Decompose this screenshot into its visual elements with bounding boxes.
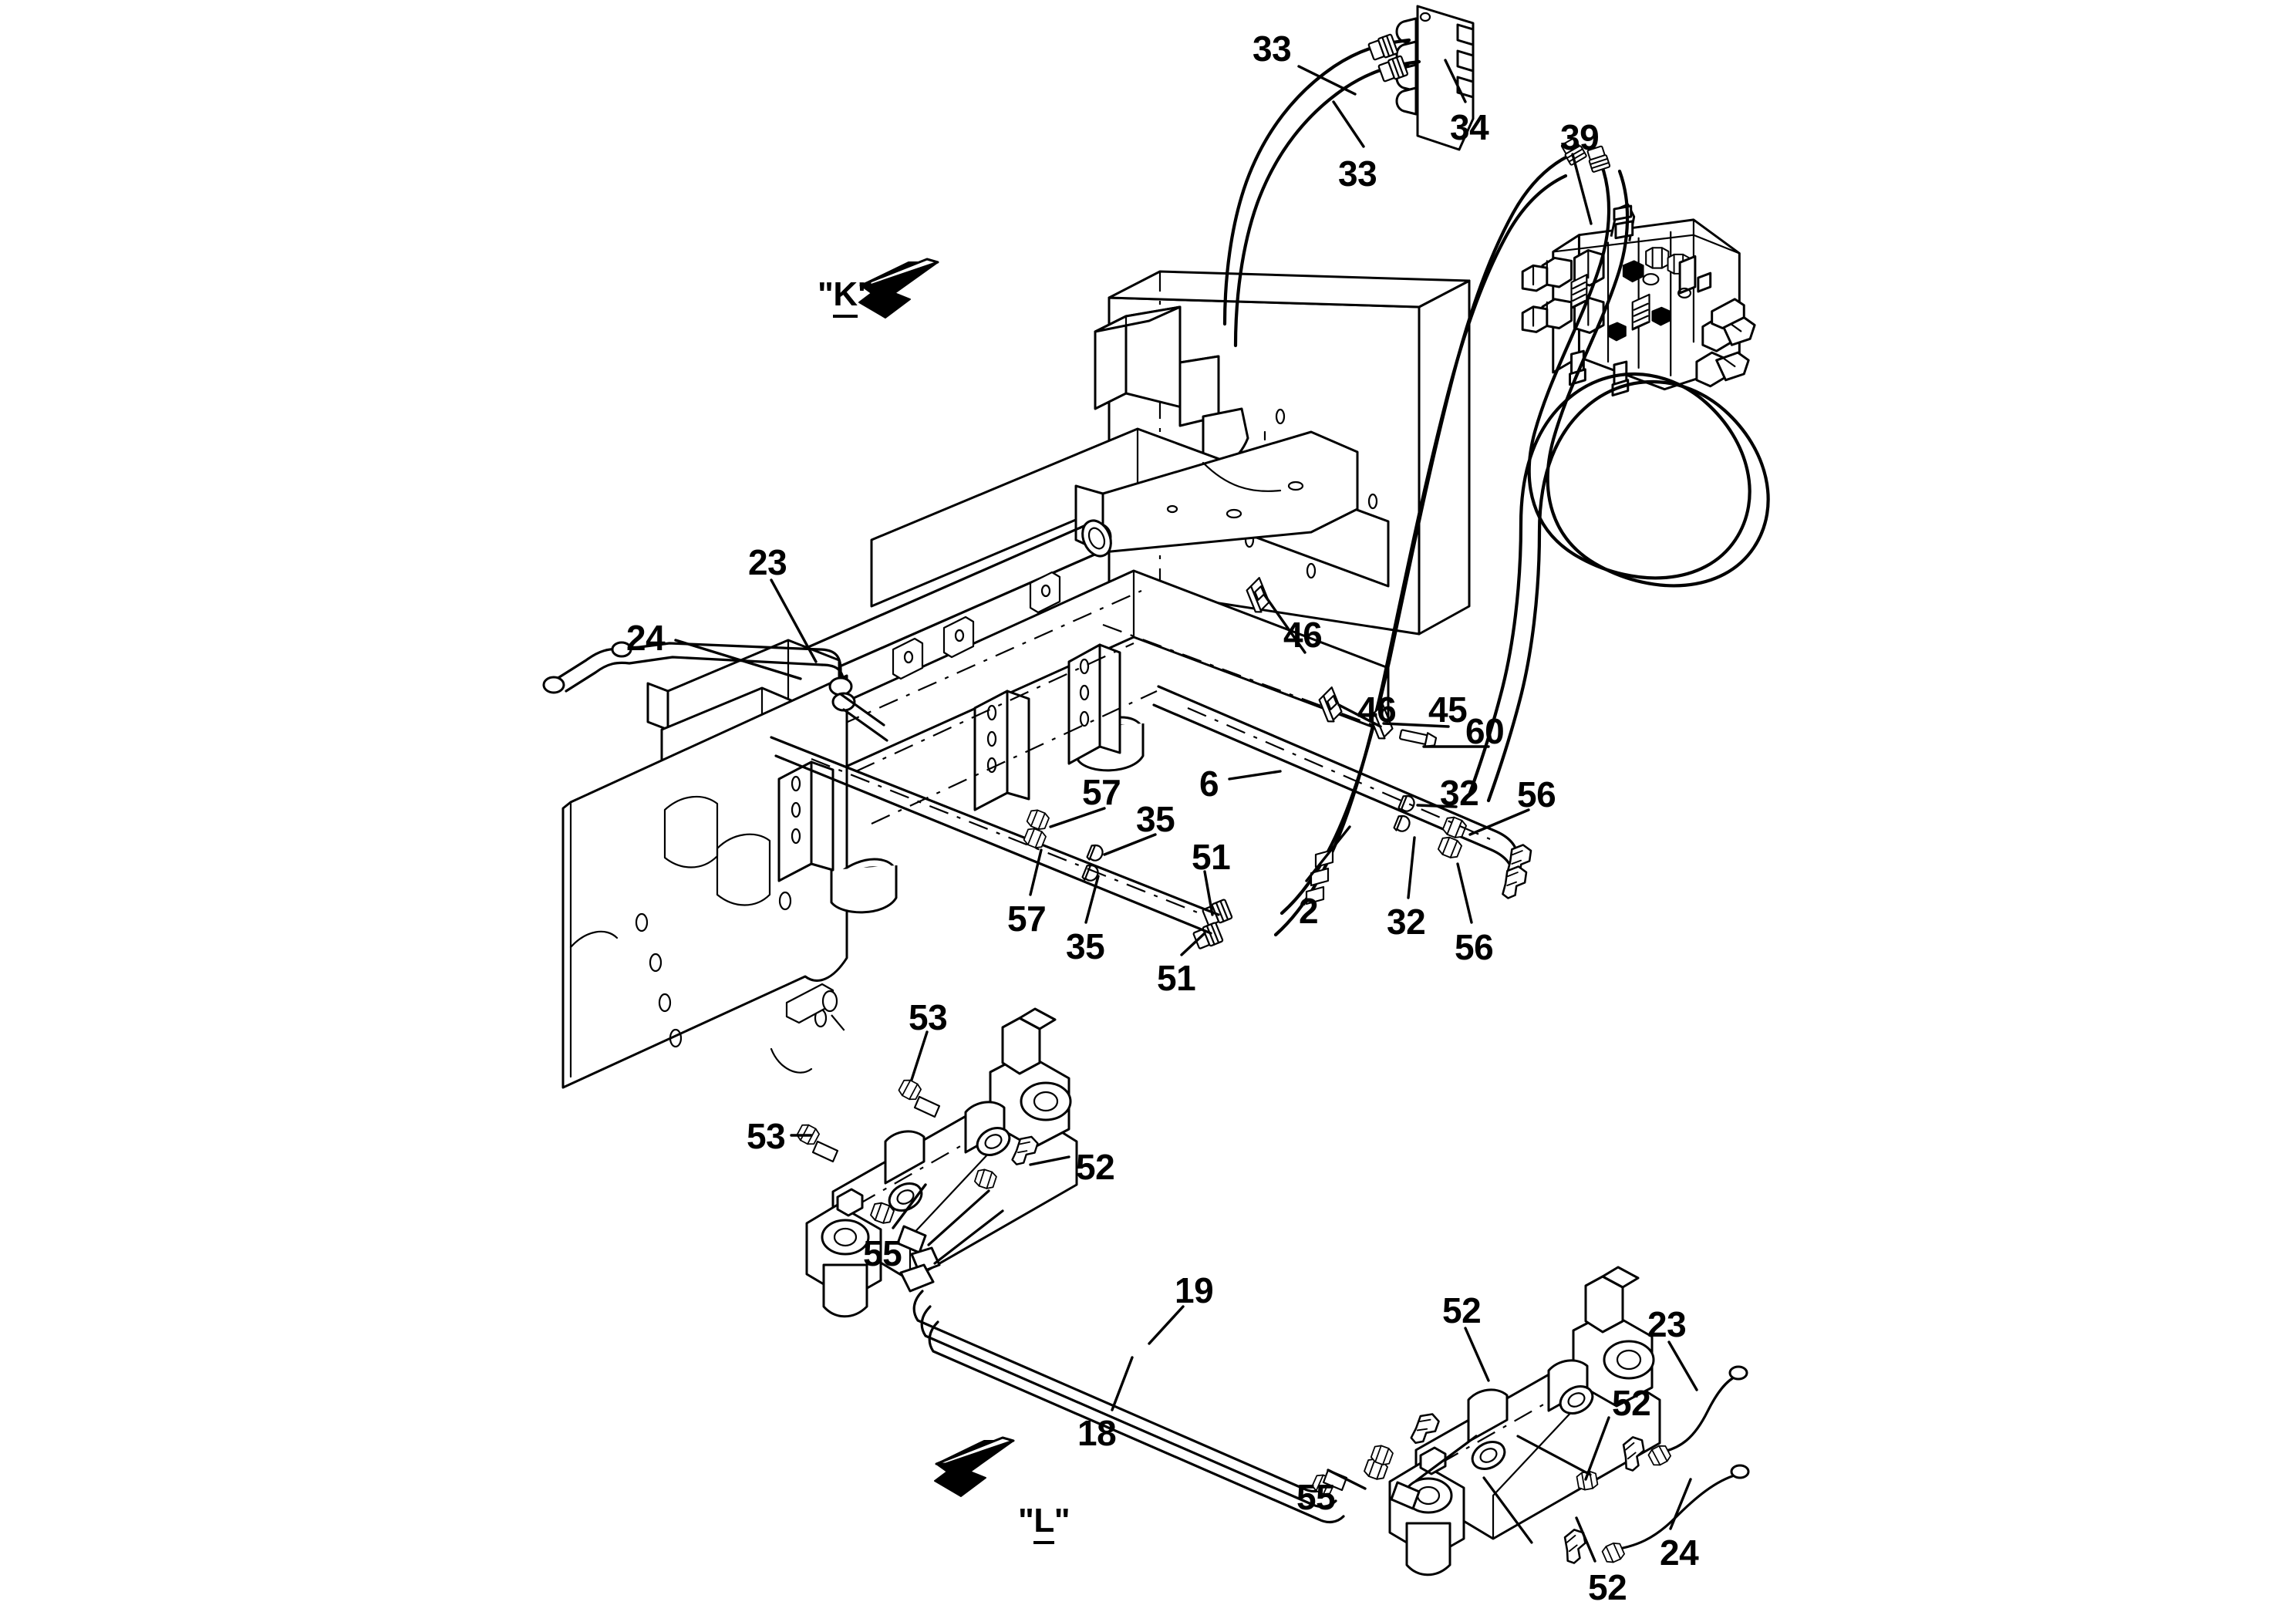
callout-number-2: 2	[1299, 891, 1319, 931]
callout-number-56: 56	[1517, 774, 1556, 814]
leader-lines	[674, 59, 1698, 1563]
callout-number-19: 19	[1175, 1270, 1214, 1310]
hose-right-loop	[1468, 144, 1770, 803]
control-valve-assembly	[1521, 203, 1756, 397]
callout-number-34: 34	[1450, 107, 1489, 147]
callout-number-55: 55	[863, 1233, 902, 1273]
callout-number-51: 51	[1157, 958, 1196, 998]
machine-frame-assembly	[561, 270, 1471, 1089]
callout-number-39: 39	[1560, 117, 1600, 157]
section-marker-K: "K"	[818, 275, 874, 318]
callout-number-6: 6	[1199, 764, 1219, 804]
callout-number-57: 57	[1007, 899, 1047, 939]
callout-number-52: 52	[1588, 1567, 1627, 1607]
callout-number-23: 23	[1647, 1304, 1687, 1344]
cylinder-assembly-left	[794, 1007, 1078, 1318]
tube-run-left	[770, 736, 1220, 935]
callout-number-32: 32	[1387, 902, 1426, 942]
hose-clamp-bracket-34	[1395, 5, 1475, 151]
callout-number-55: 55	[1296, 1477, 1336, 1517]
callout-number-33: 33	[1338, 153, 1377, 194]
callout-number-45: 45	[1428, 690, 1468, 730]
hose-2-6-run	[1192, 136, 1588, 952]
callout-number-52: 52	[1442, 1290, 1482, 1330]
callout-number-51: 51	[1192, 837, 1231, 877]
section-arrow-K	[858, 258, 939, 319]
tube-lines-19-18	[912, 1290, 1348, 1524]
callout-number-33: 33	[1253, 29, 1292, 69]
callout-number-56: 56	[1455, 927, 1494, 967]
callout-number-23: 23	[748, 542, 787, 582]
cylinder-assembly-right	[1362, 1266, 1750, 1576]
callout-number-46: 46	[1283, 615, 1323, 655]
callout-number-53: 53	[909, 997, 948, 1037]
callout-number-57: 57	[1082, 772, 1121, 812]
tube-run-right	[1152, 685, 1533, 902]
callout-number-18: 18	[1077, 1413, 1117, 1453]
callout-number-60: 60	[1465, 711, 1505, 751]
callout-number-24: 24	[1660, 1533, 1699, 1573]
section-marker-L: "L"	[1018, 1502, 1070, 1544]
callout-number-52: 52	[1612, 1383, 1651, 1423]
callout-number-32: 32	[1440, 773, 1479, 813]
tube-lines-23-24	[542, 641, 888, 742]
callout-number-46: 46	[1357, 690, 1397, 730]
section-arrow-L	[934, 1436, 1015, 1497]
callout-number-52: 52	[1076, 1147, 1115, 1187]
callout-number-24: 24	[626, 618, 666, 658]
callout-number-35: 35	[1066, 926, 1105, 966]
callout-number-35: 35	[1136, 799, 1175, 839]
callout-number-53: 53	[747, 1116, 786, 1156]
hose-33-pair	[1222, 33, 1421, 348]
